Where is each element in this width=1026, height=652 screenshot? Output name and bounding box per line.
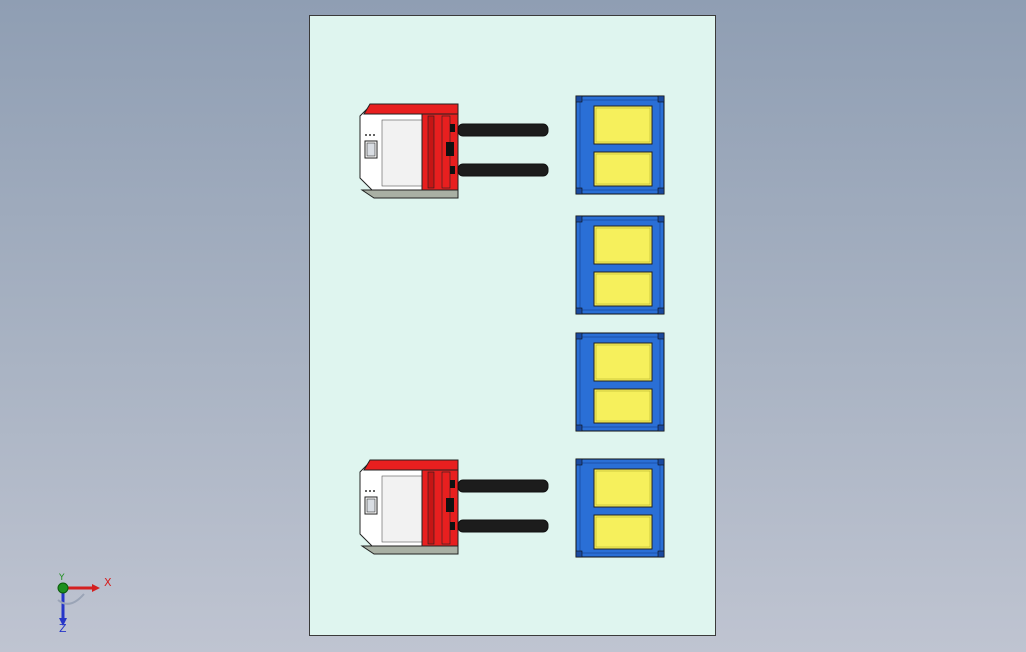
y-axis-label: Y (59, 573, 65, 583)
forklift-1[interactable] (359, 103, 549, 199)
coordinate-triad: X Y Z (50, 570, 120, 636)
forklift-2[interactable] (359, 459, 549, 555)
z-axis-label: Z (59, 622, 67, 635)
x-axis-label: X (104, 576, 112, 589)
triad-axes-icon (57, 582, 100, 626)
pallet-2[interactable] (575, 215, 665, 315)
pallet-4[interactable] (575, 458, 665, 558)
pallet-1[interactable] (575, 95, 665, 195)
pallet-3[interactable] (575, 332, 665, 432)
